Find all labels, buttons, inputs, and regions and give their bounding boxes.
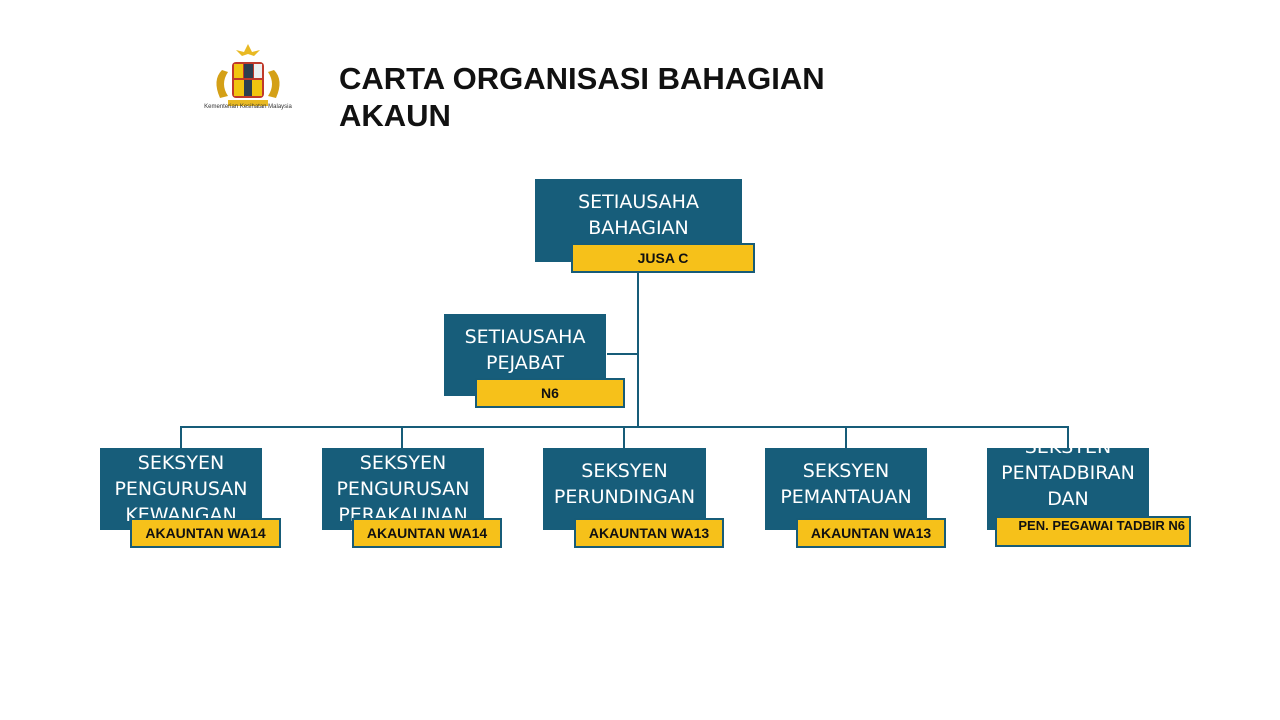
node-label: SEKSYEN PENGURUSAN KEWANGAN	[114, 452, 248, 526]
connector-drop-2	[401, 426, 403, 448]
grade-tag-pen-pegawai-tadbir: PEN. PEGAWAI TADBIR N6	[995, 516, 1191, 547]
node-seksyen-pemantauan: SEKSYEN PEMANTAUAN	[765, 448, 927, 530]
connector-drop-5	[1067, 426, 1069, 448]
connector-drop-4	[845, 426, 847, 448]
node-label: SETIAUSAHA PEJABAT	[464, 326, 586, 374]
page-title: CARTA ORGANISASI BAHAGIAN AKAUN	[339, 61, 825, 133]
node-seksyen-perundingan: SEKSYEN PERUNDINGAN	[543, 448, 706, 530]
connector-pejabat	[607, 353, 638, 355]
node-label: SEKSYEN PENGURUSAN PERAKAUNAN	[336, 452, 470, 526]
logo-caption: Kementerian Kesihatan Malaysia	[204, 104, 292, 110]
grade-tag-akauntan-wa13: AKAUNTAN WA13	[796, 518, 946, 548]
node-label: SEKSYEN PERUNDINGAN	[553, 460, 696, 508]
node-label: SETIAUSAHA BAHAGIAN	[578, 191, 699, 239]
grade-tag-akauntan-wa14: AKAUNTAN WA14	[352, 518, 502, 548]
connector-drop-3	[623, 426, 625, 448]
grade-tag-akauntan-wa14: AKAUNTAN WA14	[130, 518, 281, 548]
connector-drop-1	[180, 426, 182, 448]
coat-of-arms-logo	[216, 44, 280, 106]
grade-tag-n6: N6	[475, 378, 625, 408]
node-label: SEKSYEN PENTADBIRAN DAN	[1001, 448, 1135, 510]
node-label: SEKSYEN PEMANTAUAN	[780, 460, 912, 508]
grade-tag-jusa-c: JUSA C	[571, 243, 755, 273]
connector-main-vertical	[637, 262, 639, 428]
grade-tag-akauntan-wa13: AKAUNTAN WA13	[574, 518, 724, 548]
